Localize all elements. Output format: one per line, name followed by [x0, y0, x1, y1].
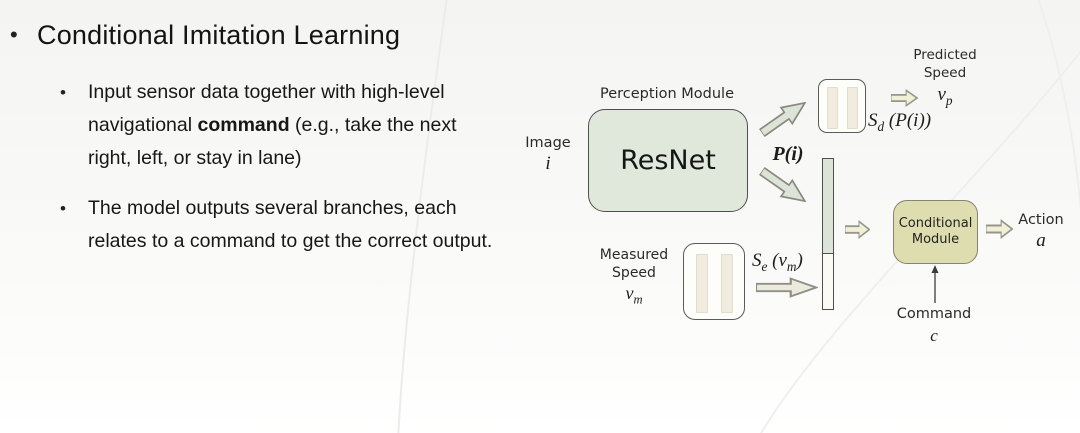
layer-bar — [720, 254, 733, 313]
perception-output-label: P(i) — [772, 143, 804, 165]
speed-prediction-layer-box — [818, 79, 866, 133]
arrow-speed-head-output-icon — [891, 89, 918, 107]
speed-encoder-layer-box — [683, 243, 745, 320]
resnet-box: ResNet — [588, 109, 748, 212]
math-base: v — [937, 84, 946, 105]
arrow-speed-encoder-to-bar-icon — [756, 277, 818, 298]
command-variable: c — [930, 326, 938, 345]
bullet-input-sensor-text: Input sensor data together with high-lev… — [88, 76, 502, 175]
command-input-label: Command — [896, 306, 972, 322]
conditional-module-line1: Conditional — [898, 216, 973, 231]
list-item: • The model outputs several branches, ea… — [60, 192, 502, 258]
bullet-marker: • — [60, 199, 66, 218]
math-open: ( — [767, 250, 779, 271]
speed-head-function-label: Sd (P(i)) — [868, 110, 958, 135]
math-base: S — [752, 250, 762, 271]
math-subscript: d — [877, 118, 885, 134]
resnet-label: ResNet — [620, 145, 716, 176]
action-variable: a — [1036, 230, 1046, 251]
math-inner-subscript: m — [786, 258, 797, 274]
math-close: ) — [796, 250, 803, 271]
arrow-resnet-to-speed-head-icon — [755, 93, 812, 143]
conditional-module-line2: Module — [911, 232, 960, 247]
image-input-label: Image — [525, 135, 571, 151]
predicted-speed-variable: vp — [928, 84, 962, 109]
math-base: S — [868, 110, 878, 131]
layer-bar — [695, 254, 708, 313]
math-rest: (P(i)) — [884, 110, 932, 131]
layer-bar — [826, 87, 838, 129]
predicted-speed-line1: Predicted — [913, 47, 977, 63]
layer-bar — [846, 87, 858, 129]
speed-encoder-function-label: Se (vm) — [752, 250, 830, 275]
image-variable: i — [545, 153, 551, 174]
speed-feature-segment — [823, 254, 833, 309]
measured-speed-label: Measured Speed — [588, 246, 680, 282]
arrow-resnet-to-feature-bar-icon — [755, 162, 812, 212]
predicted-speed-line2: Speed — [923, 65, 967, 81]
math-subscript: e — [761, 258, 768, 274]
bullet-marker: • — [60, 83, 66, 102]
arrow-bar-to-conditional-icon — [845, 220, 870, 239]
bullet-bold-command: command — [197, 114, 290, 136]
feature-concat-bar — [822, 158, 834, 310]
math-subscript: m — [633, 292, 643, 307]
title-bullet: • — [10, 22, 18, 47]
measured-speed-variable: vm — [612, 283, 656, 308]
math-inner: v — [778, 250, 787, 271]
page-title: Conditional Imitation Learning — [37, 20, 401, 50]
math-subscript: p — [945, 92, 953, 108]
bullet-text-before: Input sensor data together with high-lev… — [88, 81, 445, 136]
perception-module-label: Perception Module — [600, 86, 734, 102]
action-output-label: Action — [1018, 212, 1064, 228]
title-row: • Conditional Imitation Learning — [10, 18, 400, 52]
measured-speed-line2: Speed — [612, 265, 656, 281]
bullet-model-outputs-text: The model outputs several branches, each… — [88, 197, 493, 252]
arrow-conditional-to-action-icon — [986, 219, 1013, 239]
bullet-text-after: (e.g., take the next right, left, or sta… — [88, 114, 457, 169]
list-item: • Input sensor data together with high-l… — [60, 76, 502, 175]
measured-speed-line1: Measured — [599, 247, 669, 263]
arrow-command-to-conditional-icon — [929, 265, 941, 303]
conditional-module-box: Conditional Module — [893, 200, 978, 264]
math-base: v — [625, 283, 634, 303]
image-feature-segment — [823, 159, 833, 254]
predicted-speed-label: Predicted Speed — [902, 46, 988, 82]
bullet-list: • Input sensor data together with high-l… — [60, 76, 502, 258]
